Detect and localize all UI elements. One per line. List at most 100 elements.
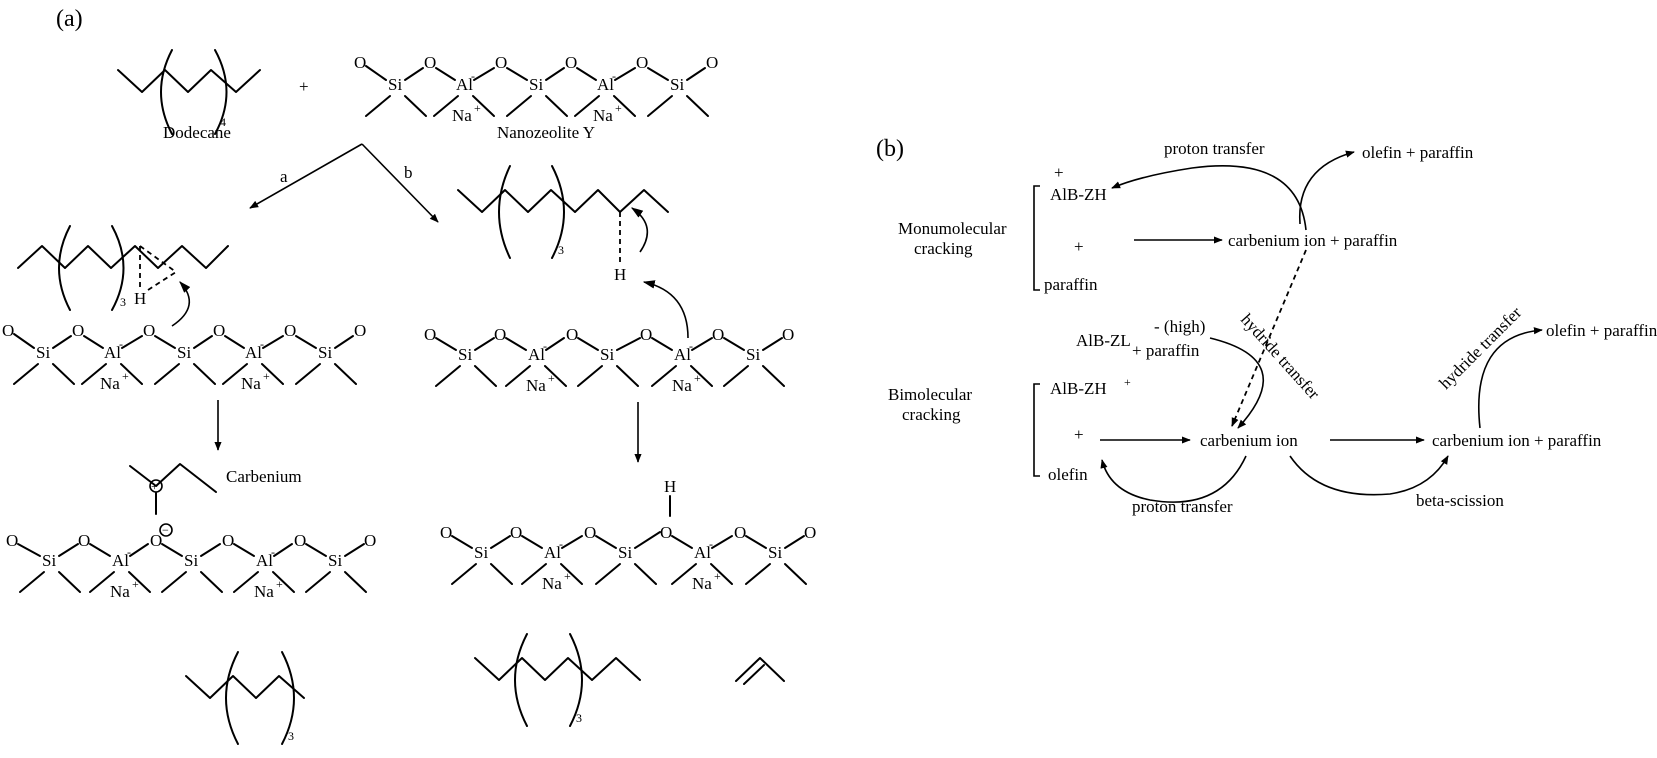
beta-scission-arrow (1289, 455, 1449, 496)
chem-label: + (263, 369, 270, 383)
subscript-4: 4 (220, 115, 226, 129)
chem-label: - (271, 545, 275, 559)
chem-label: O (440, 523, 452, 542)
nanozeolite-label: Nanozeolite Y (497, 123, 595, 142)
chem-label: Al (256, 551, 273, 570)
charge-minus: - (612, 69, 616, 83)
subscript-3: 3 (120, 295, 126, 309)
mono-albzh: AlB-ZH (1050, 185, 1107, 204)
chem-label: O (782, 325, 794, 344)
chem-label: Si (474, 543, 488, 562)
left-bracket (58, 225, 71, 311)
bi-bracket (1033, 383, 1040, 477)
chem-label: - (559, 537, 563, 551)
path-a-arrow (249, 143, 363, 209)
chem-label: O (2, 321, 14, 340)
chem-label: Na (672, 376, 692, 395)
chem-label: Si (36, 343, 50, 362)
chem-label: O (143, 321, 155, 340)
chem-label: O (712, 325, 724, 344)
dodecane-label: Dodecane (163, 123, 231, 142)
chem-label: O (584, 523, 596, 542)
chem-label: Si (328, 551, 342, 570)
atom-al: Al (597, 75, 614, 94)
path-b-label: b (404, 163, 413, 182)
bi-olefin-paraffin: olefin + paraffin (1546, 321, 1657, 340)
mono-plus: + (1074, 237, 1084, 256)
chem-label: + (276, 577, 283, 591)
circle-plus-charge: + (151, 479, 158, 493)
bi-hydride-arrow (1478, 327, 1543, 429)
mono-bracket (1033, 185, 1040, 291)
mono-proton-arrow (1111, 165, 1307, 231)
chem-label: Al (528, 345, 545, 364)
chem-label: O (78, 531, 90, 550)
panel-b-label: (b) (876, 136, 904, 162)
chem-label: Si (600, 345, 614, 364)
zeolite-b-bottom: H O Si O Al - Na + O Si O Al - (440, 477, 816, 593)
hydride-transfer-mid: hydride transfer (1237, 310, 1324, 403)
chem-label: Si (42, 551, 56, 570)
atom-si: Si (529, 75, 543, 94)
chem-label: 3 (558, 243, 564, 257)
mono-carbenium-paraffin: carbenium ion + paraffin (1228, 231, 1398, 250)
chem-label: Si (318, 343, 332, 362)
path-b-arrow (361, 143, 439, 223)
bimolecular-line1: Bimolecular (888, 385, 972, 404)
albzl-plus-paraffin: + paraffin (1132, 341, 1200, 360)
hydride-transfer-right: hydride transfer (1435, 303, 1525, 393)
panel-a: (a) 4 Dodecane + O Si O Al - Na + (2, 6, 816, 745)
atom-h: H (134, 289, 146, 308)
chem-label: O (566, 325, 578, 344)
chem-label: Na (241, 374, 261, 393)
bi-plus: + (1074, 425, 1084, 444)
panel-a-label: (a) (56, 6, 83, 32)
atom-na: Na (452, 106, 472, 125)
alkane-product-left: 3 (185, 651, 305, 745)
chem-label: Al (694, 543, 711, 562)
mono-olefin-arrow (1298, 150, 1355, 225)
bi-carbenium-paraffin: carbenium ion + paraffin (1432, 431, 1602, 450)
chem-label: O (72, 321, 84, 340)
chem-label: O (424, 325, 436, 344)
bi-olefin: olefin (1048, 465, 1088, 484)
propene-product (735, 657, 785, 685)
zeolite-a-top: O Si O Al - Na + O Si O Al - (2, 321, 366, 393)
chem-label: O (734, 523, 746, 542)
chem-label: O (213, 321, 225, 340)
chem-label: H (664, 477, 676, 496)
atom-o: O (495, 53, 507, 72)
chem-label: - (119, 337, 123, 351)
chem-label: Na (526, 376, 546, 395)
chem-label: + (694, 371, 701, 385)
chem-label: O (510, 523, 522, 542)
atom-o: O (706, 53, 718, 72)
hydride-dashed-arrow (1231, 249, 1307, 427)
atom-si: Si (388, 75, 402, 94)
curved-arrow (171, 281, 191, 327)
chem-label: Na (254, 582, 274, 601)
atom-o: O (354, 53, 366, 72)
atom-o: O (424, 53, 436, 72)
chem-label: Na (110, 582, 130, 601)
monomolecular-line2: cracking (914, 239, 973, 258)
dodecane-structure: 4 Dodecane (117, 49, 261, 142)
chem-label: Si (177, 343, 191, 362)
chem-label: Si (768, 543, 782, 562)
chem-label: Si (458, 345, 472, 364)
charge-plus: + (474, 101, 481, 115)
monomolecular-line1: Monumolecular (898, 219, 1007, 238)
chem-label: Na (542, 574, 562, 593)
chem-label: - (127, 545, 131, 559)
chem-label: Na (692, 574, 712, 593)
nanozeolite-structure: O Si O Al - Na + O Si O Al - (354, 53, 718, 142)
chem-label: Al (544, 543, 561, 562)
path-a-label: a (280, 167, 288, 186)
left-bracket (160, 49, 173, 135)
path-a-intermediate: 3 H (17, 225, 229, 327)
mono-olefin-paraffin: olefin + paraffin (1362, 143, 1474, 162)
chem-label: + (132, 577, 139, 591)
chem-label: O (6, 531, 18, 550)
chem-label: O (494, 325, 506, 344)
